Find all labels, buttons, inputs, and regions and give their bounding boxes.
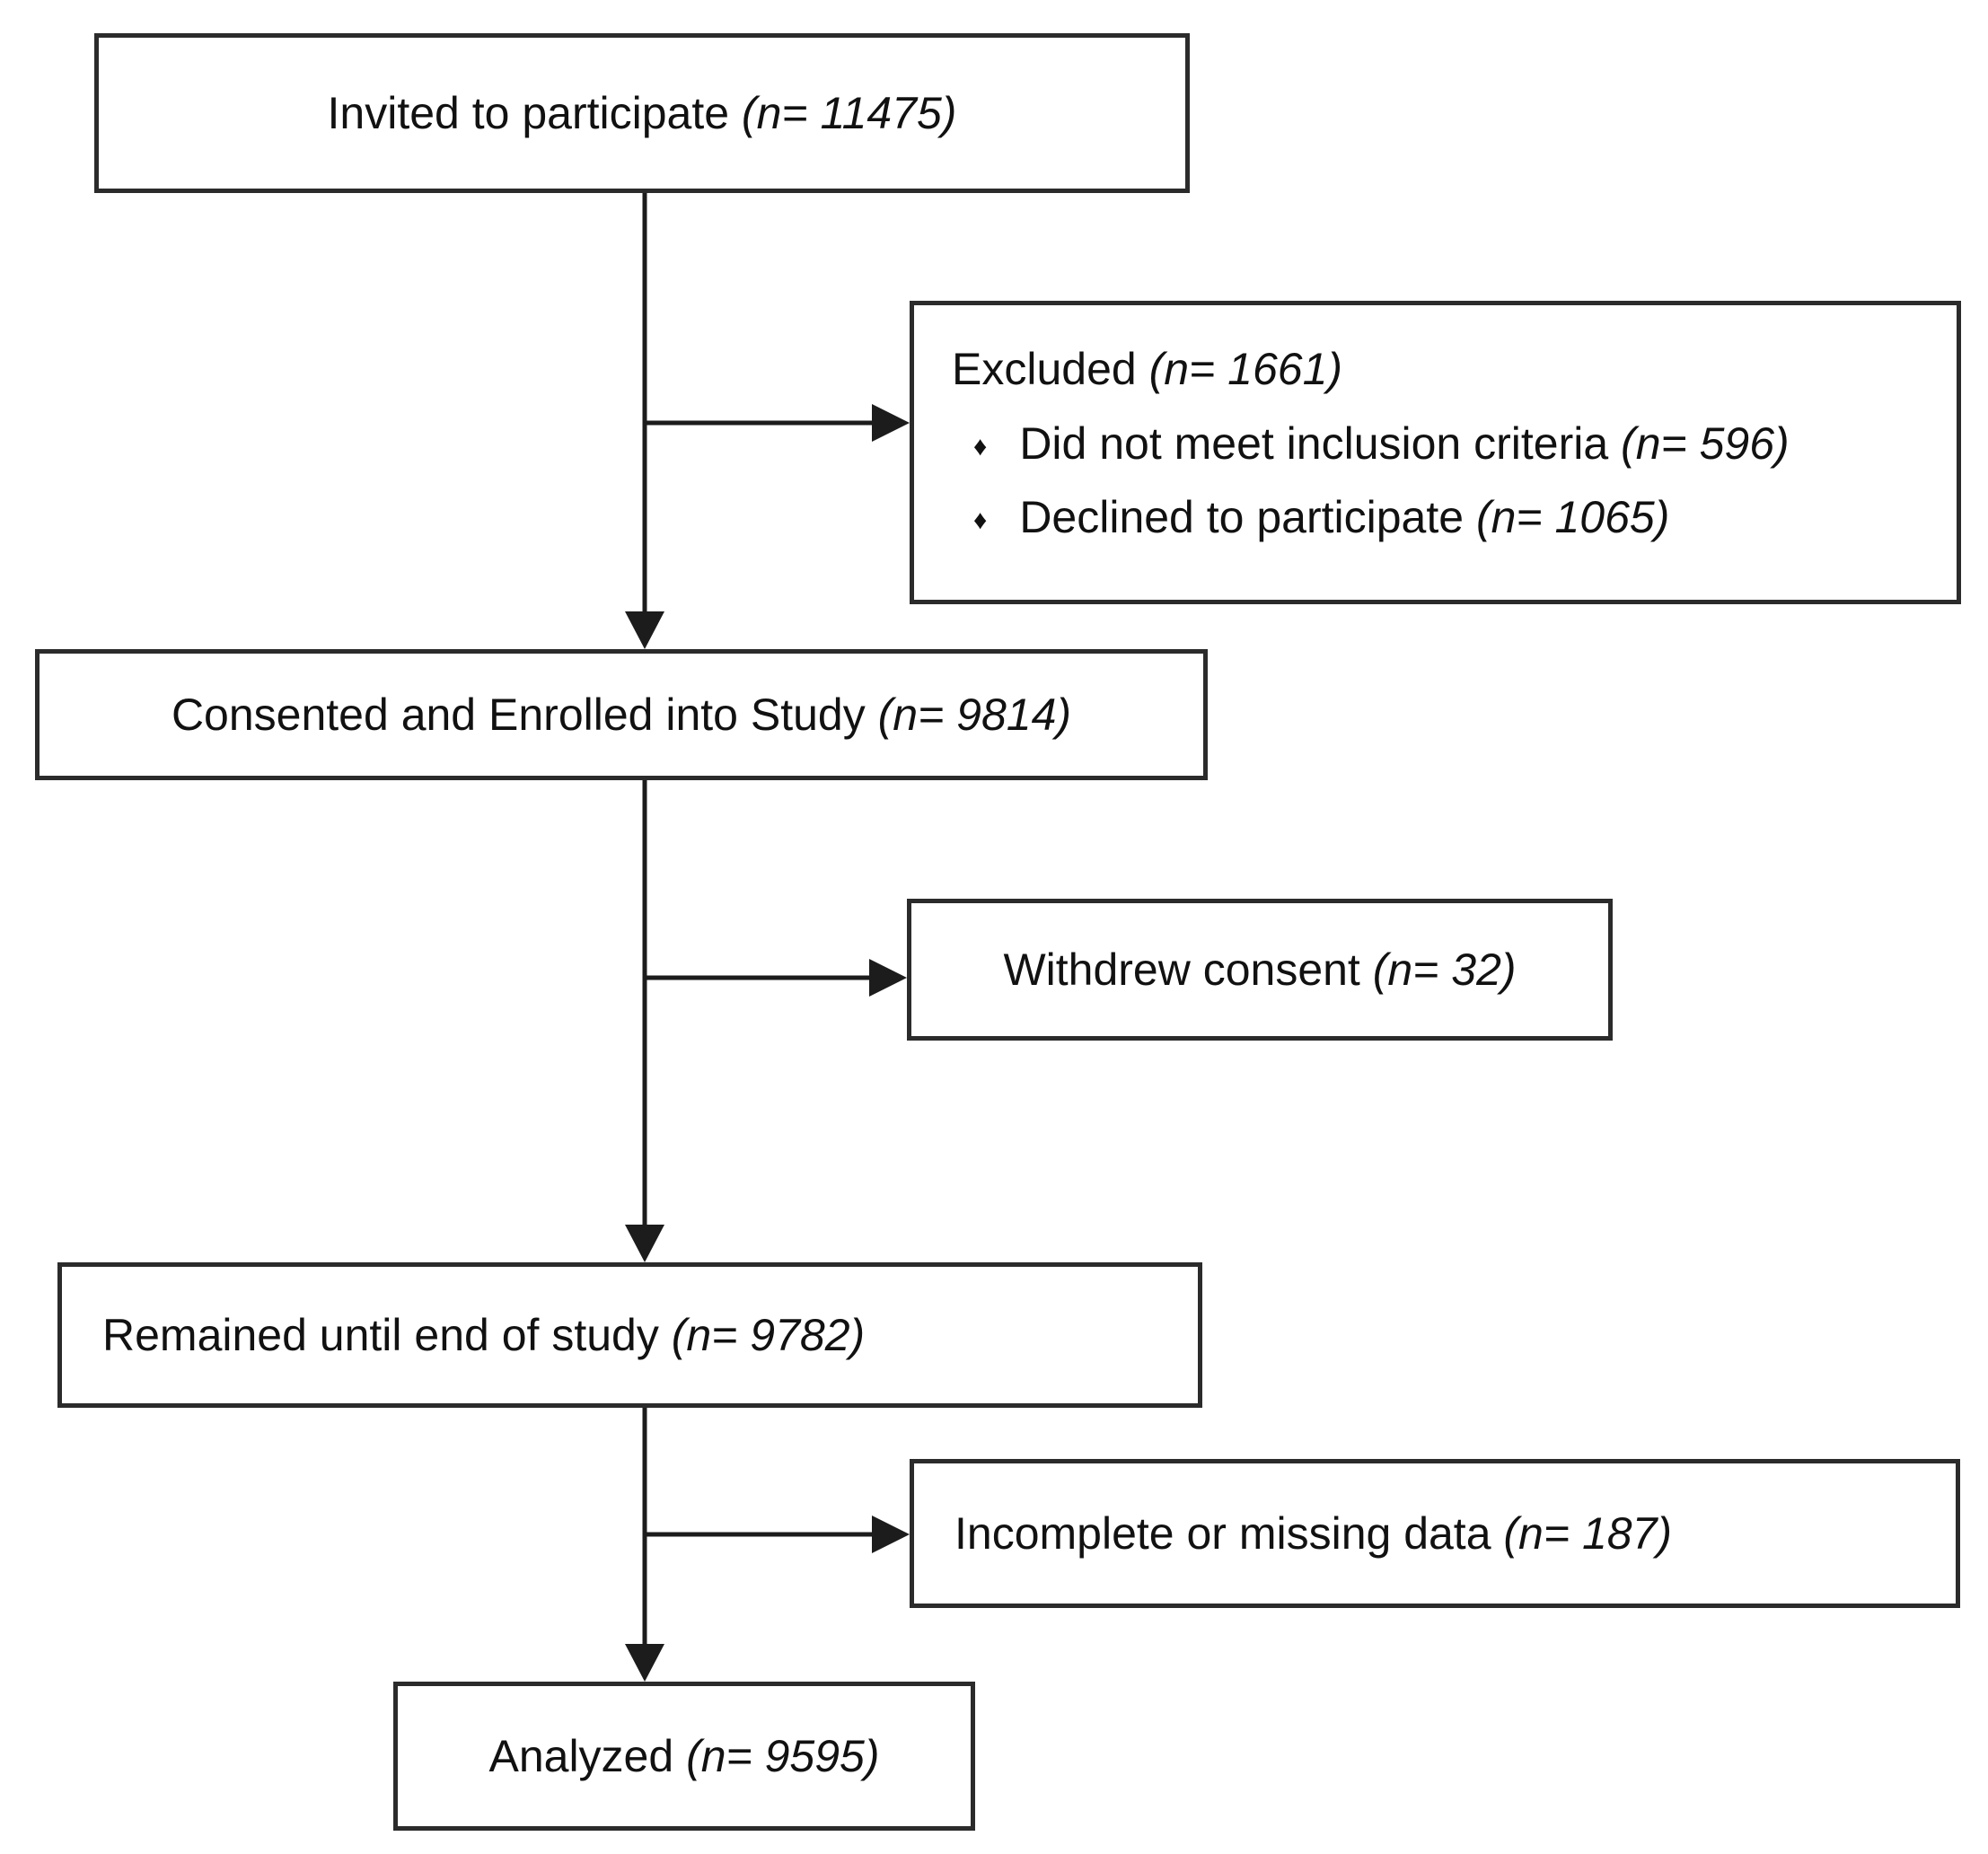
label-text: Incomplete or missing data bbox=[954, 1507, 1504, 1559]
arrowhead-into-incomplete bbox=[872, 1516, 910, 1553]
box-remained: Remained until end of study (n= 9782) bbox=[57, 1262, 1202, 1408]
box-invited: Invited to participate (n= 11475) bbox=[94, 33, 1190, 193]
arrowhead-into-excluded bbox=[872, 404, 910, 442]
n-count: (n= 1065) bbox=[1475, 492, 1670, 542]
arrowhead-into-remained bbox=[625, 1225, 664, 1262]
box-withdrew: Withdrew consent (n= 32) bbox=[907, 899, 1613, 1041]
box-excluded: Excluded (n= 1661) ♦ Did not meet inclus… bbox=[910, 301, 1961, 604]
box-withdrew-label: Withdrew consent (n= 32) bbox=[1003, 942, 1516, 998]
label-text: Withdrew consent bbox=[1003, 944, 1373, 995]
box-analyzed-label: Analyzed (n= 9595) bbox=[488, 1728, 879, 1785]
list-item: ♦ Did not meet inclusion criteria (n= 59… bbox=[952, 416, 1939, 472]
box-analyzed: Analyzed (n= 9595) bbox=[393, 1682, 975, 1831]
box-remained-label: Remained until end of study (n= 9782) bbox=[102, 1307, 865, 1364]
arrowhead-into-analyzed bbox=[625, 1644, 664, 1682]
n-count: (n= 1661) bbox=[1148, 344, 1343, 394]
box-incomplete: Incomplete or missing data (n= 187) bbox=[910, 1459, 1960, 1608]
box-invited-label: Invited to participate (n= 11475) bbox=[328, 85, 957, 142]
n-count: (n= 11475) bbox=[741, 87, 957, 138]
n-count: (n= 9814) bbox=[877, 689, 1072, 740]
label-text: Consented and Enrolled into Study bbox=[171, 689, 878, 740]
arrowhead-into-withdrew bbox=[869, 959, 907, 997]
excluded-reason: Did not meet inclusion criteria (n= 596) bbox=[1019, 416, 1789, 472]
box-consented: Consented and Enrolled into Study (n= 98… bbox=[35, 649, 1208, 780]
label-text: Invited to participate bbox=[327, 87, 742, 138]
label-text: Declined to participate bbox=[1019, 492, 1476, 542]
diamond-bullet-icon: ♦ bbox=[973, 431, 988, 461]
label-text: Analyzed bbox=[488, 1730, 687, 1781]
n-count: (n= 9782) bbox=[671, 1309, 866, 1360]
label-text: Remained until end of study bbox=[102, 1309, 672, 1360]
box-consented-label: Consented and Enrolled into Study (n= 98… bbox=[172, 687, 1071, 743]
n-count: (n= 9595) bbox=[686, 1730, 880, 1781]
box-excluded-title: Excluded (n= 1661) bbox=[952, 341, 1939, 398]
diamond-bullet-icon: ♦ bbox=[973, 505, 988, 535]
excluded-reason: Declined to participate (n= 1065) bbox=[1019, 489, 1669, 546]
label-text: Excluded bbox=[952, 344, 1149, 394]
box-incomplete-label: Incomplete or missing data (n= 187) bbox=[954, 1506, 1672, 1562]
n-count: (n= 32) bbox=[1372, 944, 1517, 995]
n-count: (n= 187) bbox=[1503, 1507, 1673, 1559]
label-text: Did not meet inclusion criteria bbox=[1019, 417, 1622, 469]
list-item: ♦ Declined to participate (n= 1065) bbox=[952, 489, 1939, 546]
arrowhead-into-consented bbox=[625, 611, 664, 649]
excluded-reasons-list: ♦ Did not meet inclusion criteria (n= 59… bbox=[952, 416, 1939, 546]
n-count: (n= 596) bbox=[1621, 417, 1790, 469]
